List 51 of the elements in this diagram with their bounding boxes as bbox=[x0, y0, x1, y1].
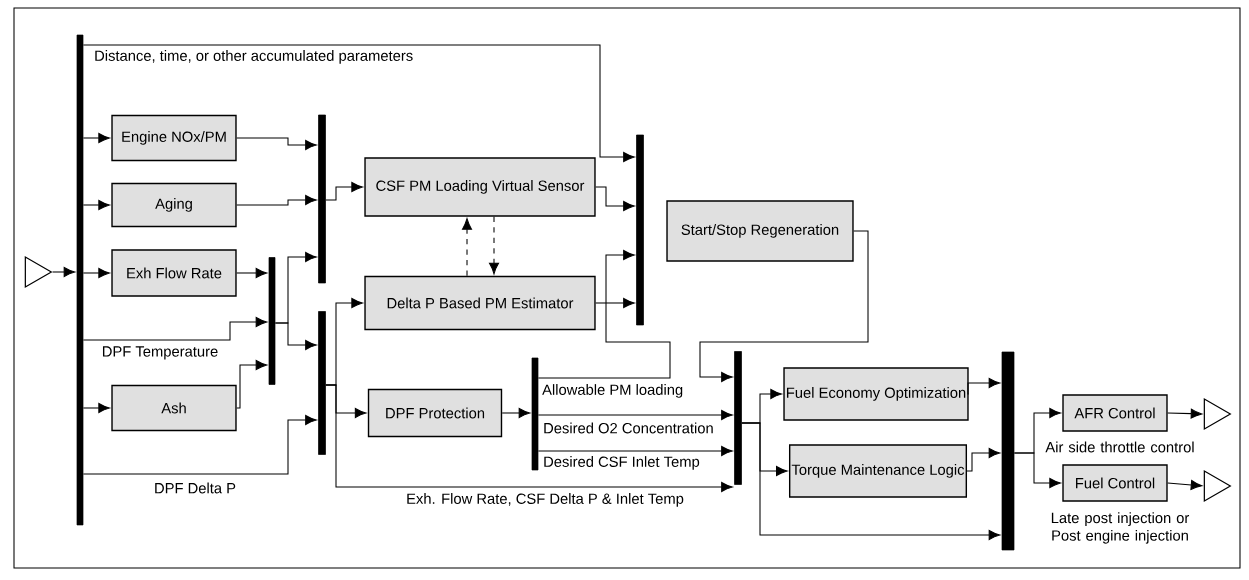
edge-label: Desired O2 Concentration bbox=[541, 420, 716, 436]
arrow bbox=[325, 384, 733, 493]
arrow bbox=[1167, 408, 1203, 419]
block-box: Engine NOx/PM bbox=[111, 114, 237, 162]
arrow bbox=[274, 322, 317, 351]
arrow bbox=[595, 297, 635, 309]
block-box: Exh Flow Rate bbox=[111, 249, 237, 297]
block-box: Ash bbox=[111, 384, 237, 432]
arrow bbox=[236, 194, 317, 206]
arrow bbox=[82, 44, 635, 163]
block-caption: Late post injection or Post engine injection bbox=[1051, 512, 1190, 544]
edge-label: Allowable PM loading bbox=[540, 382, 685, 400]
block-box: CSF PM Loading Virtual Sensor bbox=[364, 157, 596, 217]
block-box: Delta P Based PM Estimator bbox=[364, 275, 596, 331]
arrow bbox=[1013, 452, 1061, 489]
block-box: Fuel Control bbox=[1062, 464, 1168, 502]
arrow bbox=[501, 407, 531, 419]
arrow bbox=[82, 316, 268, 341]
arrow bbox=[82, 132, 110, 144]
arrow bbox=[461, 218, 473, 277]
block-box: AFR Control bbox=[1062, 394, 1168, 432]
arrow bbox=[236, 137, 317, 151]
arrow bbox=[236, 359, 268, 409]
block-box: Torque Maintenance Logic bbox=[789, 444, 968, 498]
arrow bbox=[82, 199, 110, 211]
arrow bbox=[966, 447, 1001, 472]
arrow bbox=[967, 377, 1001, 395]
arrow bbox=[236, 267, 268, 279]
arrow bbox=[82, 267, 110, 279]
edge-label: DPF Temperature bbox=[100, 344, 220, 362]
edge-label: Desired CSF Inlet Temp bbox=[541, 454, 702, 472]
arrow bbox=[537, 445, 733, 457]
arrow bbox=[325, 181, 363, 201]
arrow bbox=[82, 414, 317, 475]
arrow bbox=[1167, 479, 1203, 490]
arrow bbox=[537, 249, 671, 379]
arrow bbox=[537, 409, 733, 421]
arrow bbox=[488, 216, 500, 275]
edge-label: DPF Delta P bbox=[152, 480, 238, 496]
arrow bbox=[699, 230, 869, 383]
block-caption: Air side throttle control bbox=[1045, 441, 1194, 453]
arrow bbox=[82, 402, 110, 414]
arrow bbox=[52, 266, 76, 278]
block-box: DPF Protection bbox=[367, 388, 503, 438]
block-box: Aging bbox=[111, 182, 237, 228]
edge-label: Distance, time, or other accumulated parameters bbox=[92, 48, 415, 66]
block-box: Fuel Economy Optimization bbox=[783, 367, 969, 421]
edge-label: Exh. Flow Rate, CSF Delta P & Inlet Temp bbox=[404, 491, 686, 509]
arrow bbox=[595, 186, 635, 212]
arrow bbox=[741, 422, 1001, 541]
block-box: Start/Stop Regeneration bbox=[666, 200, 854, 262]
